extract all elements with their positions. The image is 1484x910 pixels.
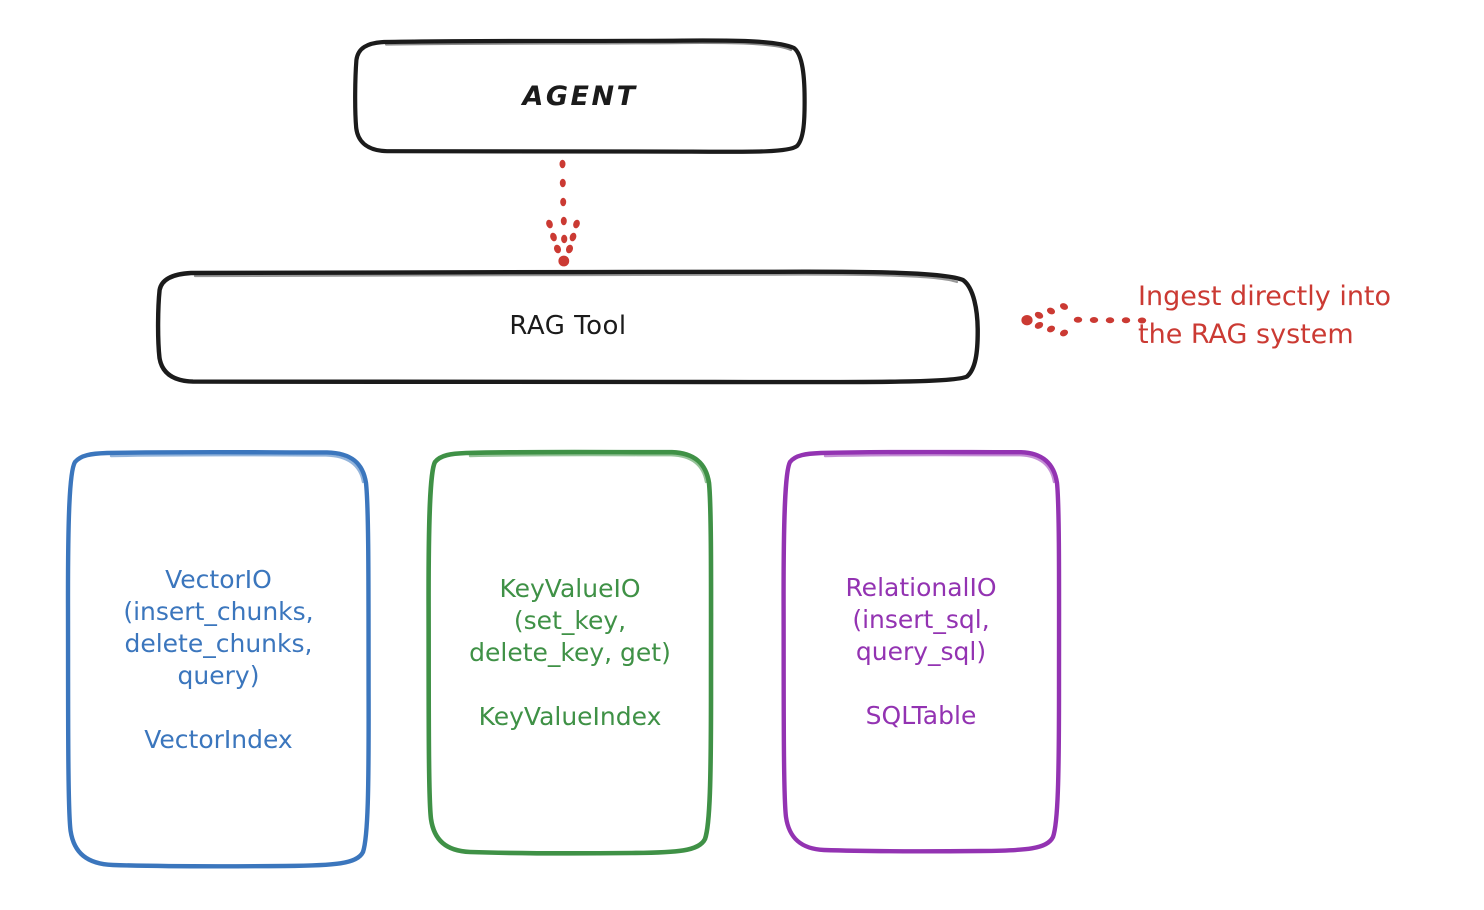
node-rag-tool-label: RAG Tool — [509, 311, 627, 342]
annotation-ingest: Ingest directly into the RAG system — [1138, 281, 1392, 351]
connector-ingest-arrow — [1021, 303, 1147, 337]
node-vector-io-label: VectorIO (insert_chunks, delete_chunks, … — [123, 564, 314, 754]
node-agent-label: AGENT — [522, 80, 638, 112]
node-relational-io[interactable]: RelationalIO (insert_sql, query_sql) SQL… — [781, 449, 1062, 855]
node-vector-io[interactable]: VectorIO (insert_chunks, delete_chunks, … — [65, 449, 372, 870]
connector-agent-to-rag-tool — [546, 159, 580, 267]
node-agent[interactable]: AGENT — [353, 38, 807, 155]
node-key-value-io-label: KeyValueIO (set_key, delete_key, get) Ke… — [469, 574, 671, 731]
node-relational-io-label: RelationalIO (insert_sql, query_sql) SQL… — [845, 573, 997, 730]
node-key-value-io[interactable]: KeyValueIO (set_key, delete_key, get) Ke… — [426, 449, 714, 857]
node-rag-tool[interactable]: RAG Tool — [155, 269, 981, 385]
